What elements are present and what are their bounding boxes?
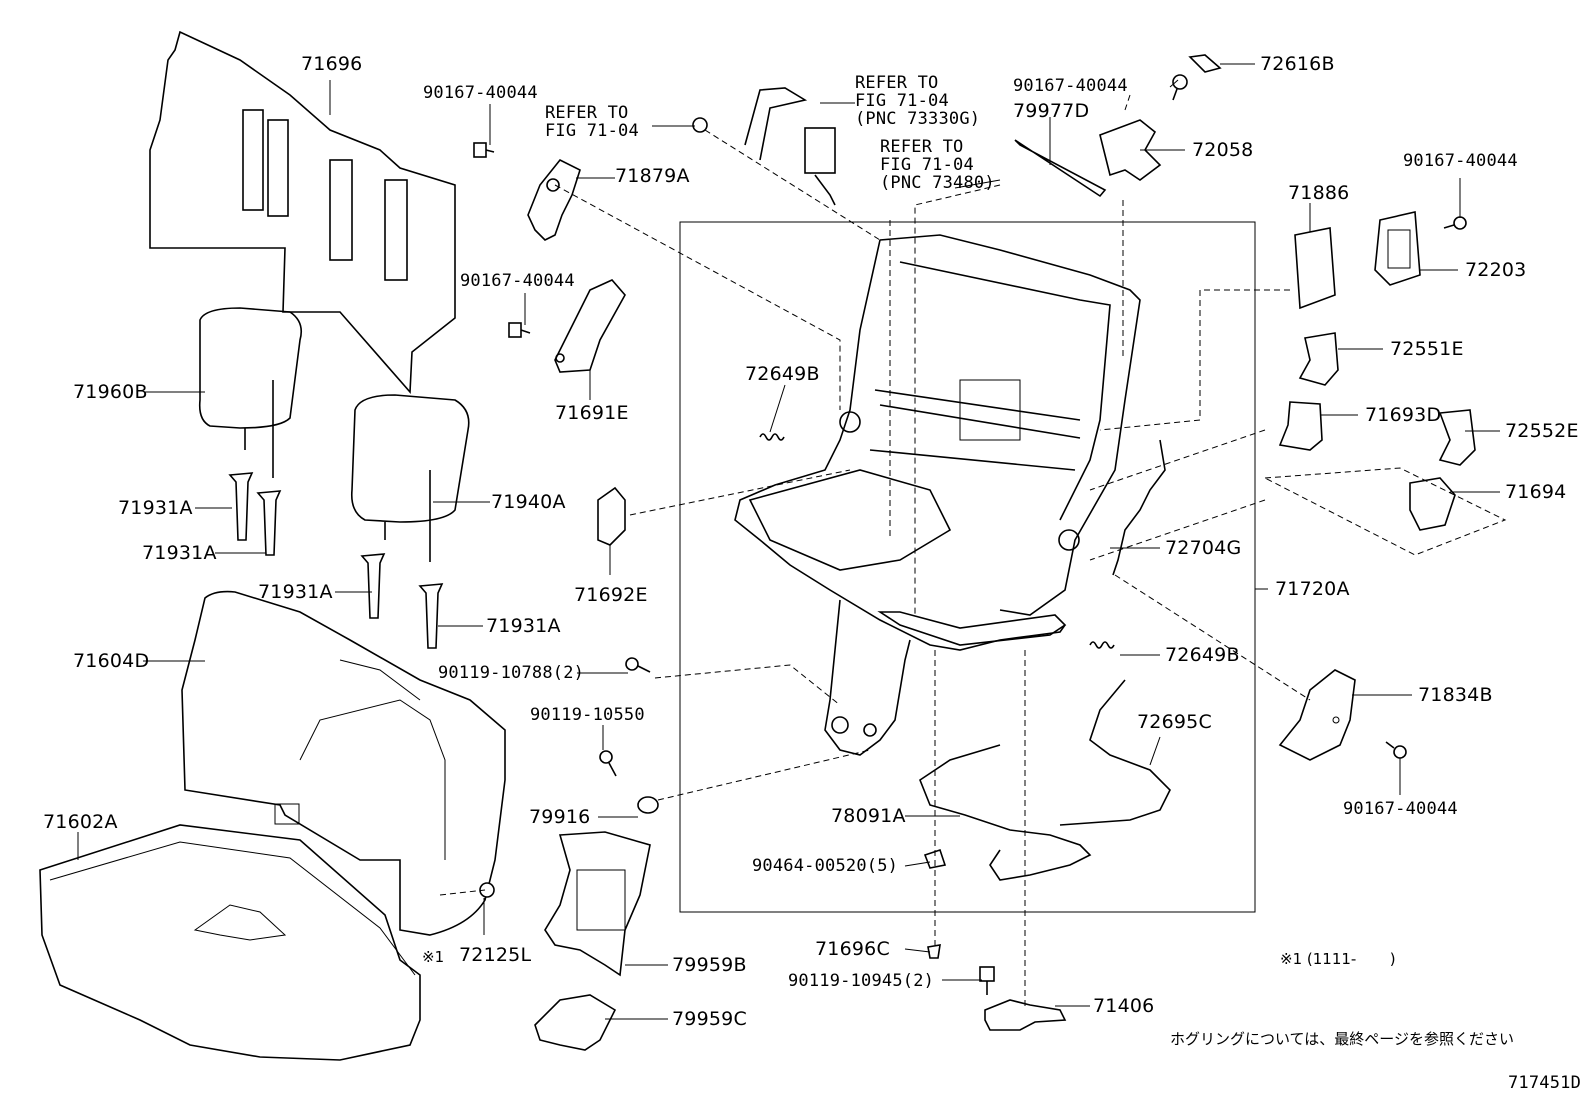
label-71931A-3: 71931A (258, 581, 333, 603)
bracket-71406 (984, 999, 1067, 1031)
label-79959B: 79959B (672, 954, 747, 976)
label-72649B-b: 72649B (1165, 644, 1240, 666)
label-71940A: 71940A (491, 491, 566, 513)
label-71693D: 71693D (1365, 404, 1442, 426)
mark-1: ※1 (422, 948, 445, 966)
cover-71693D (1278, 401, 1323, 451)
label-71886: 71886 (1288, 182, 1350, 204)
label-71960B: 71960B (73, 381, 148, 403)
label-71406: 71406 (1093, 995, 1155, 1017)
spring-a (759, 433, 785, 441)
seatbelt (692, 87, 836, 206)
cover-72058 (1099, 119, 1162, 181)
headrest-left (198, 307, 303, 478)
headrest-right (350, 394, 470, 562)
label-72649B-a: 72649B (745, 363, 820, 385)
label-79959C: 79959C (672, 1008, 747, 1030)
label-71694: 71694 (1505, 481, 1567, 503)
label-refer-c: REFER TO FIG 71-04 (PNC 73480) (880, 137, 995, 193)
label-90167-40044-a: 90167-40044 (423, 83, 538, 103)
label-71879A: 71879A (615, 165, 690, 187)
bolt-90167-e (1385, 741, 1407, 759)
label-79977D: 79977D (1013, 100, 1090, 122)
label-refer-b: REFER TO FIG 71-04 (PNC 73330G) (855, 73, 981, 129)
label-71691E: 71691E (555, 402, 629, 424)
dashed-leaders (439, 94, 1311, 1010)
label-72616B: 72616B (1260, 53, 1335, 75)
label-refer-a: REFER TO FIG 71-04 (545, 103, 639, 141)
headrest-guides (228, 472, 444, 649)
label-90119-10550: 90119-10550 (530, 705, 645, 725)
label-90167-40044-d: 90167-40044 (1403, 151, 1518, 171)
label-71834B: 71834B (1418, 684, 1493, 706)
seat-frame (734, 234, 1141, 756)
label-71602A: 71602A (43, 811, 118, 833)
label-71696C: 71696C (815, 938, 890, 960)
label-71931A-1: 71931A (118, 497, 193, 519)
plate-71886 (1294, 227, 1336, 310)
label-72058: 72058 (1192, 139, 1254, 161)
label-72695C: 72695C (1137, 711, 1212, 733)
cover-71692E (597, 486, 626, 546)
label-72125L: 72125L (459, 944, 532, 966)
label-72551E: 72551E (1390, 338, 1464, 360)
leader-lines (77, 63, 1500, 1020)
label-71696: 71696 (301, 53, 363, 75)
label-71931A-2: 71931A (142, 542, 217, 564)
clip-72616B (1188, 54, 1222, 73)
label-72704G: 72704G (1165, 537, 1242, 559)
label-79916: 79916 (529, 806, 591, 828)
clip-71696C (927, 944, 941, 959)
label-78091A: 78091A (831, 805, 906, 827)
strip-79977D (1014, 139, 1107, 198)
label-72203: 72203 (1465, 259, 1527, 281)
seatback-cover (181, 590, 506, 936)
figure-id: 717451D (1508, 1073, 1582, 1093)
frame-box (679, 221, 1256, 913)
bolts-90119 (479, 657, 659, 898)
label-90167-40044-c: 90167-40044 (1013, 76, 1128, 96)
spring-b (1089, 641, 1115, 649)
label-90119-10788: 90119-10788(2) (438, 663, 585, 683)
hinge-79959B (544, 831, 651, 977)
bolt-90119-10945 (979, 966, 995, 995)
label-90119-10945: 90119-10945(2) (788, 971, 935, 991)
seatback-board (149, 30, 456, 395)
bracket-71691E (554, 279, 626, 373)
footnote-1: ※1 (1111- ) (1280, 950, 1396, 968)
bolt-90167-b (508, 322, 531, 338)
cover-72203 (1374, 211, 1421, 286)
cables (919, 439, 1171, 881)
cover-71694 (1409, 477, 1456, 531)
label-71720A: 71720A (1275, 578, 1350, 600)
bracket-71879A (527, 158, 581, 241)
label-71692E: 71692E (574, 584, 648, 606)
label-90167-40044-e: 90167-40044 (1343, 799, 1458, 819)
label-72552E: 72552E (1505, 420, 1579, 442)
seat-cushion (39, 824, 421, 1061)
bolt-90167-c (1172, 74, 1188, 101)
hog-ring-note: ホグリングについては、最終ページを参照ください (1170, 1030, 1514, 1048)
bolt-90167-d (1443, 216, 1467, 230)
cover-71834B (1278, 669, 1356, 761)
cover-72551E (1298, 332, 1339, 386)
label-71604D: 71604D (73, 650, 150, 672)
label-90464-00520: 90464-00520(5) (752, 856, 899, 876)
bolt-90167-a (473, 142, 495, 158)
label-90167-40044-b: 90167-40044 (460, 271, 575, 291)
hinge-79959C (534, 994, 617, 1051)
cover-72552E (1438, 409, 1476, 466)
dashed-group-71694 (1263, 467, 1507, 556)
label-71931A-4: 71931A (486, 615, 561, 637)
